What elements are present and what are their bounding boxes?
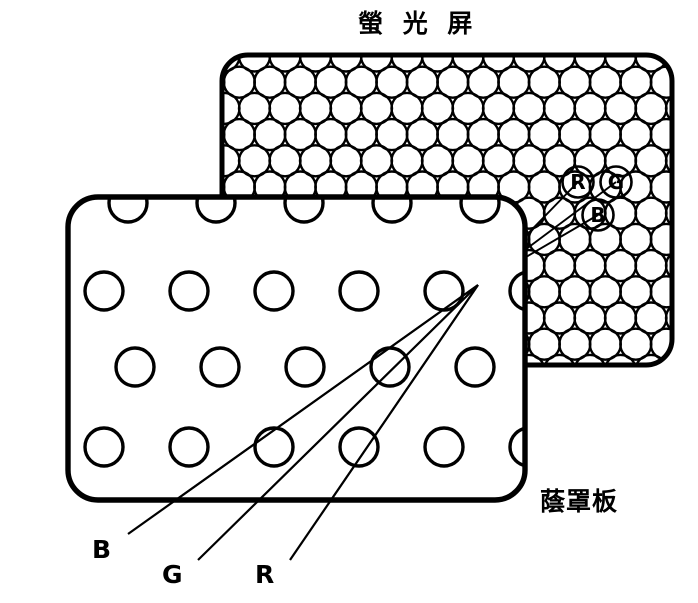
shadow-mask-panel: [65, 194, 528, 503]
beam-label-b: B: [92, 535, 112, 564]
beam-tail-r: [289, 284, 479, 561]
beam-tail-g: [197, 284, 479, 561]
shadow-mask-border: [65, 194, 528, 503]
shadow-mask-label: 蔭罩板: [540, 487, 619, 516]
phosphor-dot-letter-g: G: [608, 170, 624, 194]
phosphor-triad-rings: [561, 165, 633, 232]
phosphor-dot-r: [561, 165, 595, 199]
beam-tail-b: [127, 284, 479, 535]
shadow-mask-hole-array: [83, 197, 525, 468]
beam-label-g: G: [162, 560, 183, 589]
beam-leader-lines: [127, 284, 479, 561]
phosphor-dot-g: [599, 165, 633, 199]
phosphor-screen-title: 螢 光 屏: [358, 9, 478, 38]
phosphor-dot-letter-r: R: [570, 170, 585, 194]
beam-label-r: R: [255, 560, 275, 589]
phosphor-dot-letter-b: B: [590, 203, 605, 227]
phosphor-dot-b: [581, 198, 615, 232]
